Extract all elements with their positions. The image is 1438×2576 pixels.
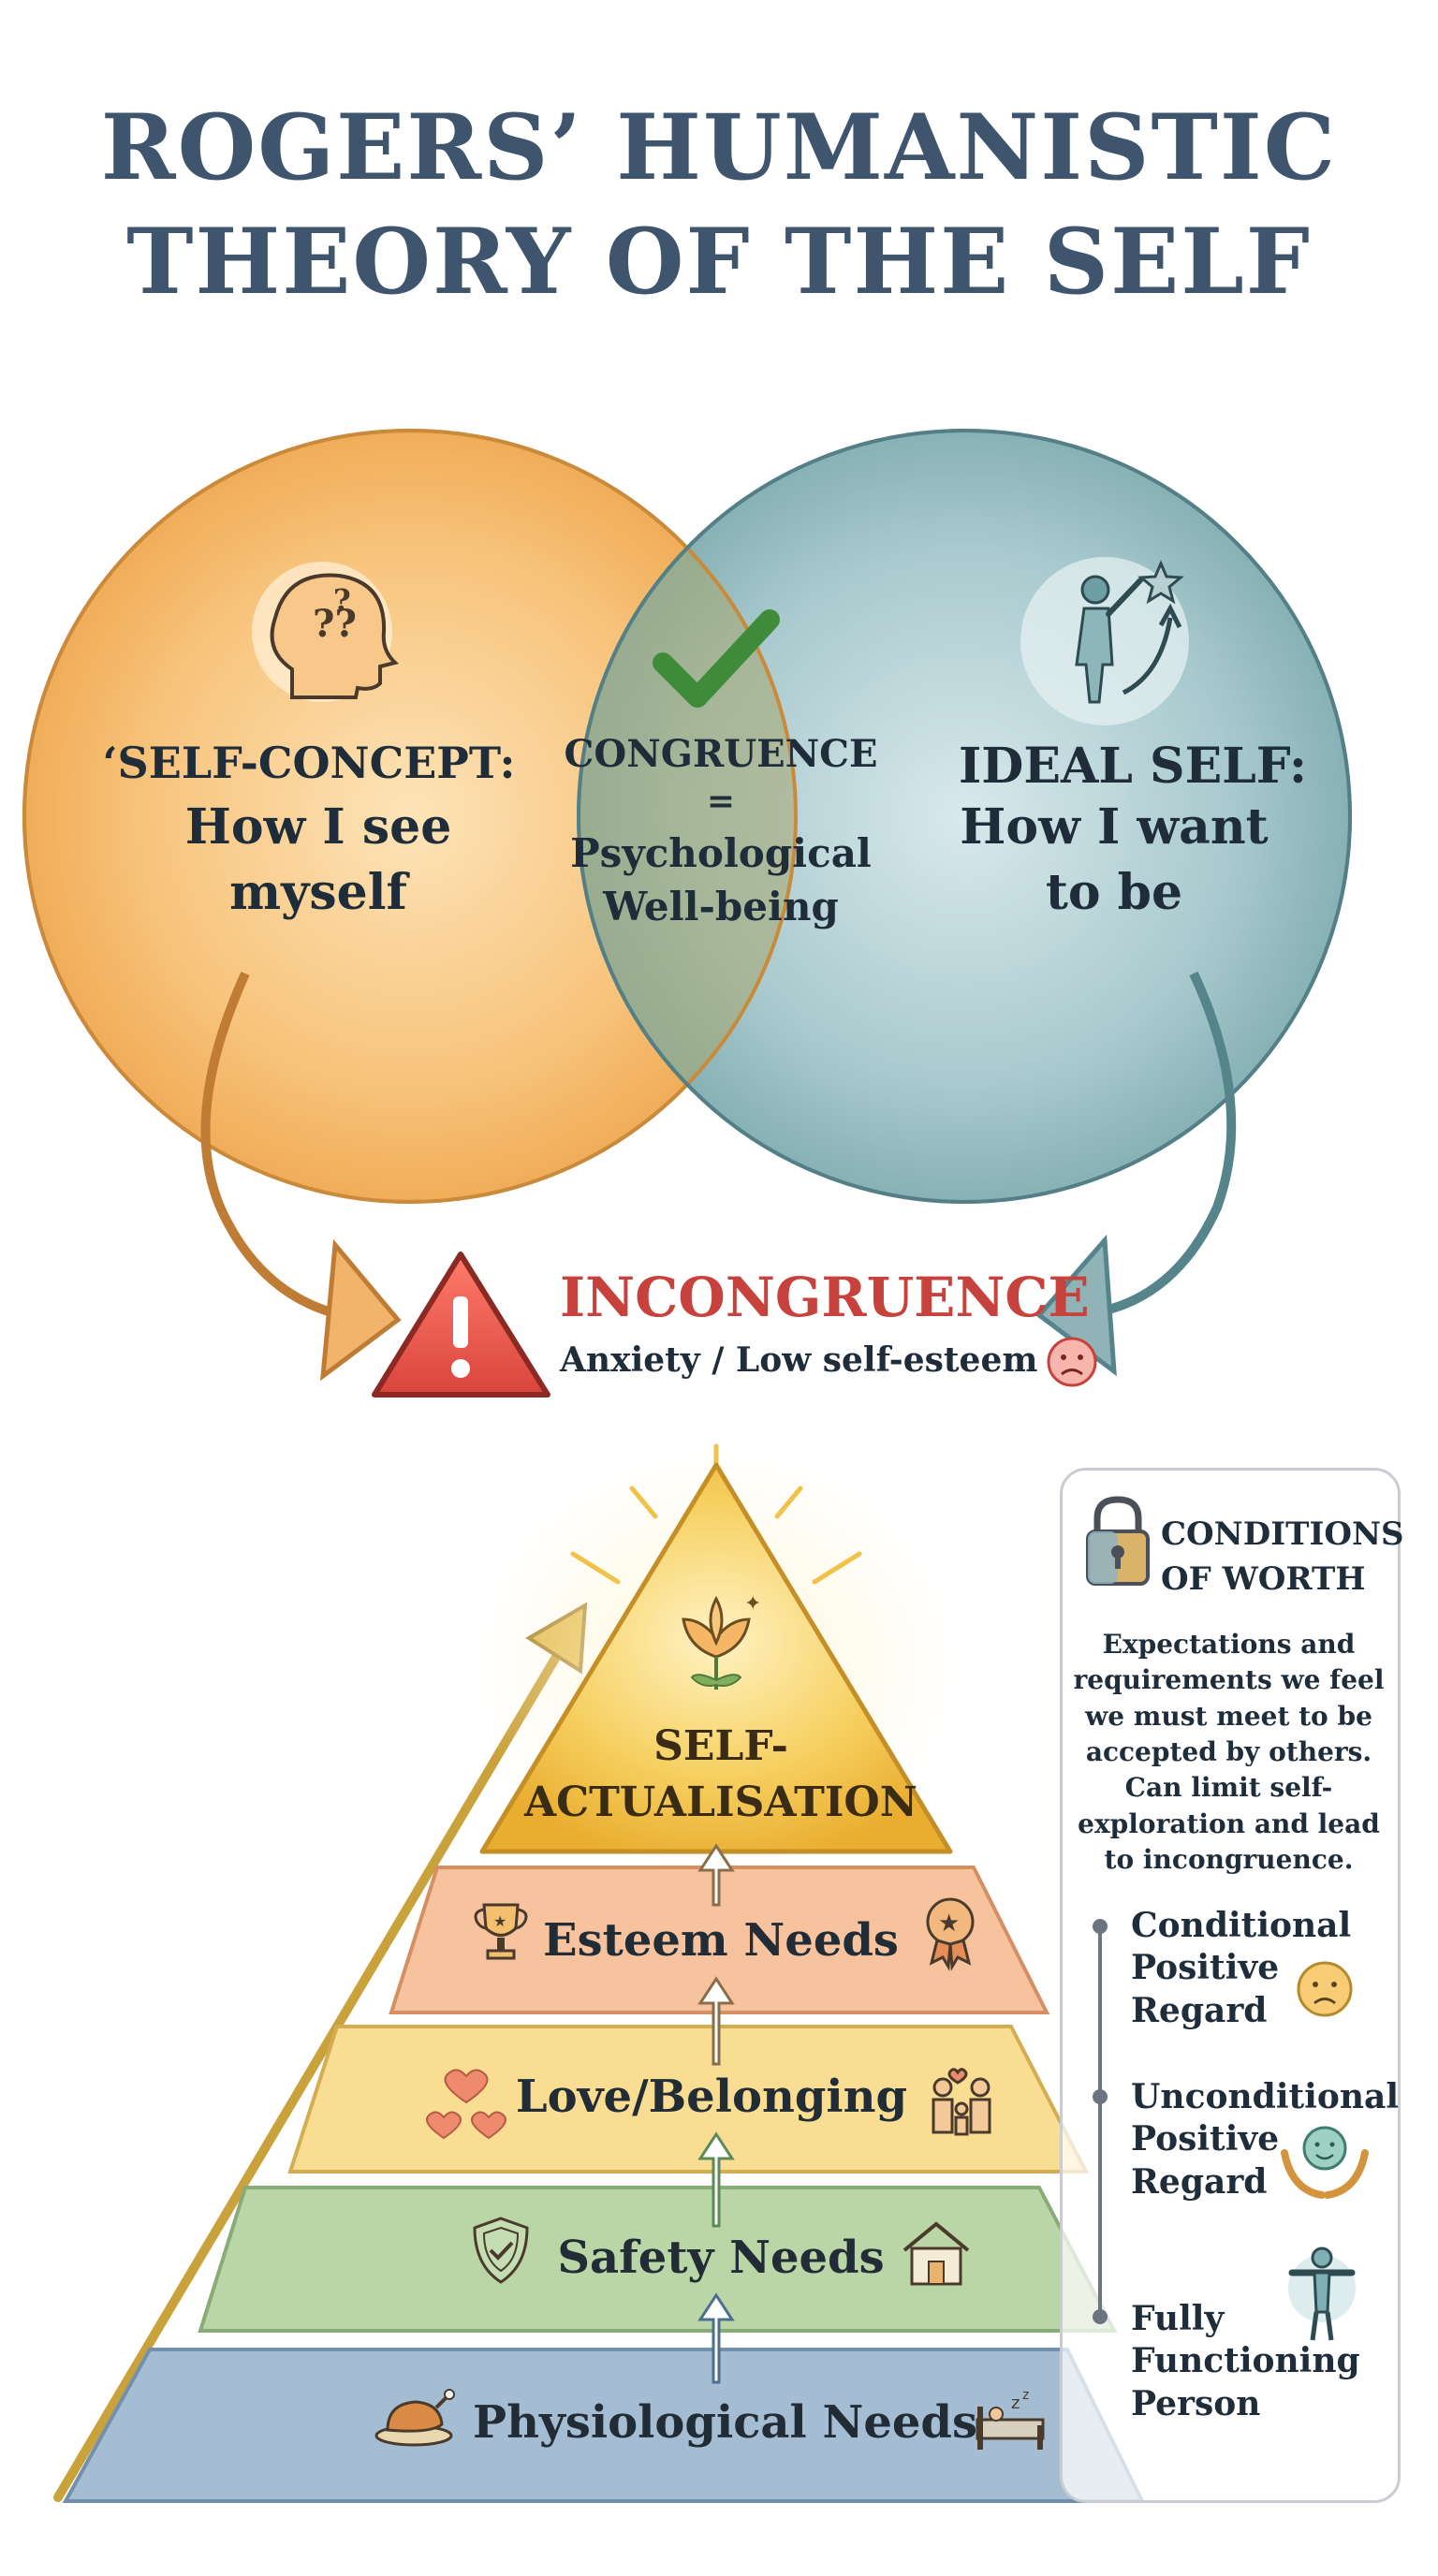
person-reaching-star-icon (1020, 557, 1189, 725)
apex-label-line-1: SELF- (653, 1722, 788, 1770)
sad-face-icon (1047, 1337, 1097, 1387)
svg-text:??: ?? (313, 602, 357, 646)
family-icon (932, 2068, 991, 2136)
congruence-equals: = (706, 782, 736, 821)
svg-text:✦: ✦ (744, 1592, 761, 1616)
svg-text:?: ? (333, 582, 351, 618)
pyramid-esteem-layer (389, 1866, 1050, 2014)
svg-text:★: ★ (938, 1910, 960, 1938)
level-esteem-label: Esteem Needs (543, 1914, 899, 1967)
page-title-line-2: THEORY OF THE SELF (126, 209, 1312, 315)
food-icon (374, 2389, 455, 2447)
lotus-flower-icon: ✦ (682, 1592, 761, 1690)
arrow-ideal-self-to-incongruence (1071, 971, 1237, 1320)
congruence-line-4: Well-being (603, 884, 839, 929)
unconditional-positive-regard: Unconditional Positive Regard (1131, 2077, 1400, 2202)
conditional-positive-regard: Conditional Positive Regard (1131, 1906, 1352, 2030)
shield-icon (473, 2217, 529, 2284)
incongruence-title: INCONGRUENCE (560, 1266, 1090, 1329)
congruence-heading: CONGRUENCE (564, 732, 878, 776)
conditions-of-worth-title-2: OF WORTH (1161, 1560, 1366, 1598)
award-ribbon-icon: ★ (926, 1897, 975, 1971)
page-title-line-1: ROGERS’ HUMANISTIC (100, 95, 1338, 200)
warning-icon (372, 1251, 550, 1398)
apex-label-line-2: ACTUALISATION (524, 1778, 917, 1826)
svg-text:z: z (1022, 2388, 1029, 2403)
self-concept-heading: ‘SELF-CONCEPT: (102, 738, 516, 788)
arrow-self-concept-to-incongruence (200, 971, 371, 1325)
house-icon (902, 2221, 970, 2286)
ideal-self-line-2: How I want (960, 798, 1269, 856)
level-safety-label: Safety Needs (557, 2232, 885, 2284)
growth-arrow (53, 1643, 566, 2502)
hearts-icon (426, 2069, 506, 2140)
conditions-of-worth-description: Expectations and requirements we feel we… (1073, 1629, 1385, 1876)
congruence-line-3: Psychological (570, 830, 872, 876)
ideal-self-heading: IDEAL SELF: (958, 738, 1308, 795)
svg-text:★: ★ (493, 1912, 506, 1930)
thinking-head-icon: ?? ? (252, 562, 400, 702)
check-mark-icon (653, 609, 780, 708)
conditions-of-worth-title-1: CONDITIONS (1161, 1515, 1404, 1553)
ideal-self-line-3: to be (1045, 864, 1183, 921)
incongruence-subtitle: Anxiety / Low self-esteem (560, 1340, 1038, 1380)
trophy-icon: ★ (474, 1903, 528, 1960)
level-physiological-label: Physiological Needs (473, 2396, 978, 2449)
self-concept-line-2: How I see (184, 798, 452, 856)
svg-text:z: z (1011, 2393, 1020, 2413)
bed-sleep-icon: z z (976, 2388, 1045, 2450)
self-concept-line-3: myself (229, 864, 407, 921)
level-love-label: Love/Belonging (515, 2071, 908, 2123)
fully-functioning-person: Fully Functioning Person (1131, 2299, 1360, 2423)
